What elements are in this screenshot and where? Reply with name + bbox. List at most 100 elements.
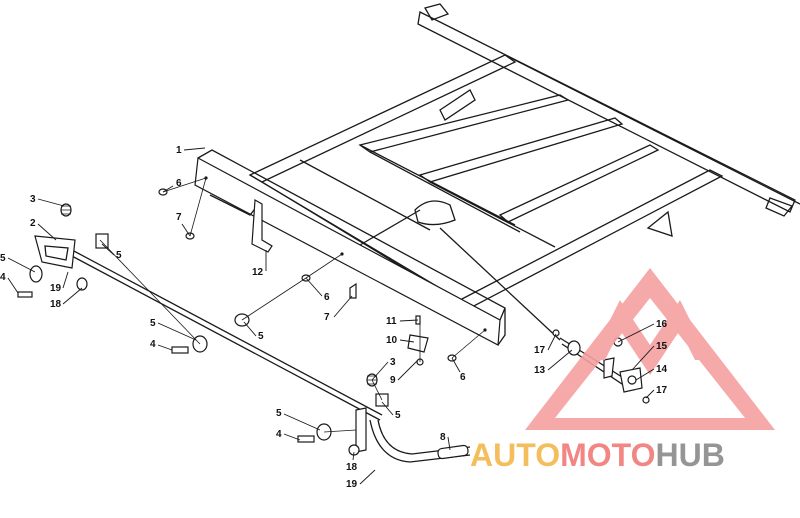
callout-leader	[447, 436, 451, 451]
callout-leader	[451, 357, 461, 373]
callout-number: 5	[276, 408, 282, 419]
callout-c14: 14	[635, 364, 668, 381]
callout-number: 16	[656, 319, 668, 330]
callout-number: 9	[390, 375, 396, 386]
callout-leader	[399, 339, 415, 343]
callout-number: 5	[116, 250, 122, 261]
callout-leader	[283, 413, 321, 431]
callout-c5b: 5	[101, 243, 122, 261]
callout-number: 6	[324, 292, 330, 303]
callout-c12: 12	[252, 250, 267, 278]
callout-c13: 13	[534, 349, 573, 376]
callout-c19a: 19	[50, 271, 69, 294]
callout-leader	[359, 469, 376, 485]
callout-leader	[352, 451, 355, 461]
callout-c17b: 17	[645, 385, 668, 399]
callout-number: 4	[150, 339, 156, 350]
callout-c3b: 3	[371, 357, 396, 381]
callout-c4b: 4	[150, 339, 173, 351]
callout-number: 3	[30, 194, 36, 205]
callout-number: 11	[386, 316, 397, 327]
callout-leader	[397, 359, 419, 381]
bracket-12	[251, 199, 273, 253]
callout-c17a: 17	[534, 333, 557, 356]
callout-number: 7	[324, 312, 330, 323]
callout-c18a: 18	[50, 287, 83, 310]
callout-leader	[157, 344, 173, 351]
watermark-segment: HUB	[655, 437, 724, 473]
callout-c6b: 6	[305, 277, 330, 303]
callout-c5a: 5	[0, 253, 36, 273]
callout-leader	[62, 271, 69, 289]
callout-number: 6	[460, 372, 466, 383]
callout-number: 5	[150, 318, 156, 329]
callout-leader	[635, 368, 655, 381]
callout-c3a: 3	[30, 194, 65, 207]
callout-number: 7	[176, 212, 182, 223]
torsion-rod	[69, 249, 383, 421]
watermark-segment: MOTO	[560, 437, 655, 473]
callout-leader	[101, 243, 115, 256]
callout-leader	[547, 349, 573, 371]
callout-leader	[37, 198, 65, 207]
callout-number: 8	[440, 432, 446, 443]
callout-leader	[547, 333, 557, 351]
frame-rails	[248, 3, 800, 309]
callout-number: 19	[50, 283, 62, 294]
callout-number: 1	[176, 145, 182, 156]
right-linkage	[439, 227, 650, 404]
callout-number: 12	[252, 267, 264, 278]
callout-leader	[183, 147, 206, 151]
callout-leader	[371, 361, 389, 381]
callout-number: 6	[176, 178, 182, 189]
callout-c19b: 19	[346, 469, 376, 490]
callout-c8: 8	[440, 432, 451, 451]
callout-leader	[157, 322, 197, 341]
callout-leader	[631, 345, 655, 371]
callout-leader	[243, 321, 257, 337]
callout-c4a: 4	[0, 272, 19, 294]
callout-c6a: 6	[162, 178, 182, 193]
watermark-segment: AUTO	[470, 437, 560, 473]
assembly-lines	[99, 177, 486, 433]
callout-number: 13	[534, 365, 546, 376]
callout-c15: 15	[631, 341, 668, 371]
callout-leader	[617, 323, 655, 343]
callout-leader	[645, 389, 655, 399]
callout-leader	[333, 295, 353, 318]
callout-c5e: 5	[276, 408, 321, 431]
callout-c5c: 5	[150, 318, 197, 341]
left-clamp-assembly	[17, 203, 109, 298]
callout-c10: 10	[386, 335, 415, 346]
callout-leader	[162, 185, 174, 193]
callout-number: 10	[386, 335, 398, 346]
callout-c2: 2	[30, 218, 57, 241]
callout-leader	[181, 223, 191, 237]
handle-8	[369, 419, 471, 463]
callout-leader	[283, 433, 301, 441]
callout-number: 15	[656, 341, 668, 352]
watermark: AUTOMOTOHUB	[470, 268, 775, 473]
callout-leader	[37, 223, 57, 241]
callout-c9: 9	[390, 359, 419, 386]
callout-c6c: 6	[451, 357, 466, 383]
callout-number: 3	[390, 357, 396, 368]
callout-number: 18	[50, 299, 62, 310]
callout-c11: 11	[386, 316, 419, 327]
callout-number: 5	[258, 331, 264, 342]
watermark-text: AUTOMOTOHUB	[470, 437, 725, 473]
callout-number: 5	[0, 253, 6, 264]
callout-leader	[381, 401, 394, 416]
callout-c1: 1	[176, 145, 206, 156]
callout-number: 19	[346, 479, 358, 490]
callout-number: 14	[656, 364, 668, 375]
callout-number: 5	[395, 410, 401, 421]
callout-leader	[305, 277, 323, 297]
callout-c7a: 7	[176, 212, 191, 237]
callout-c5d: 5	[243, 321, 264, 342]
callout-number: 4	[276, 429, 282, 440]
callout-c18b: 18	[346, 451, 358, 473]
